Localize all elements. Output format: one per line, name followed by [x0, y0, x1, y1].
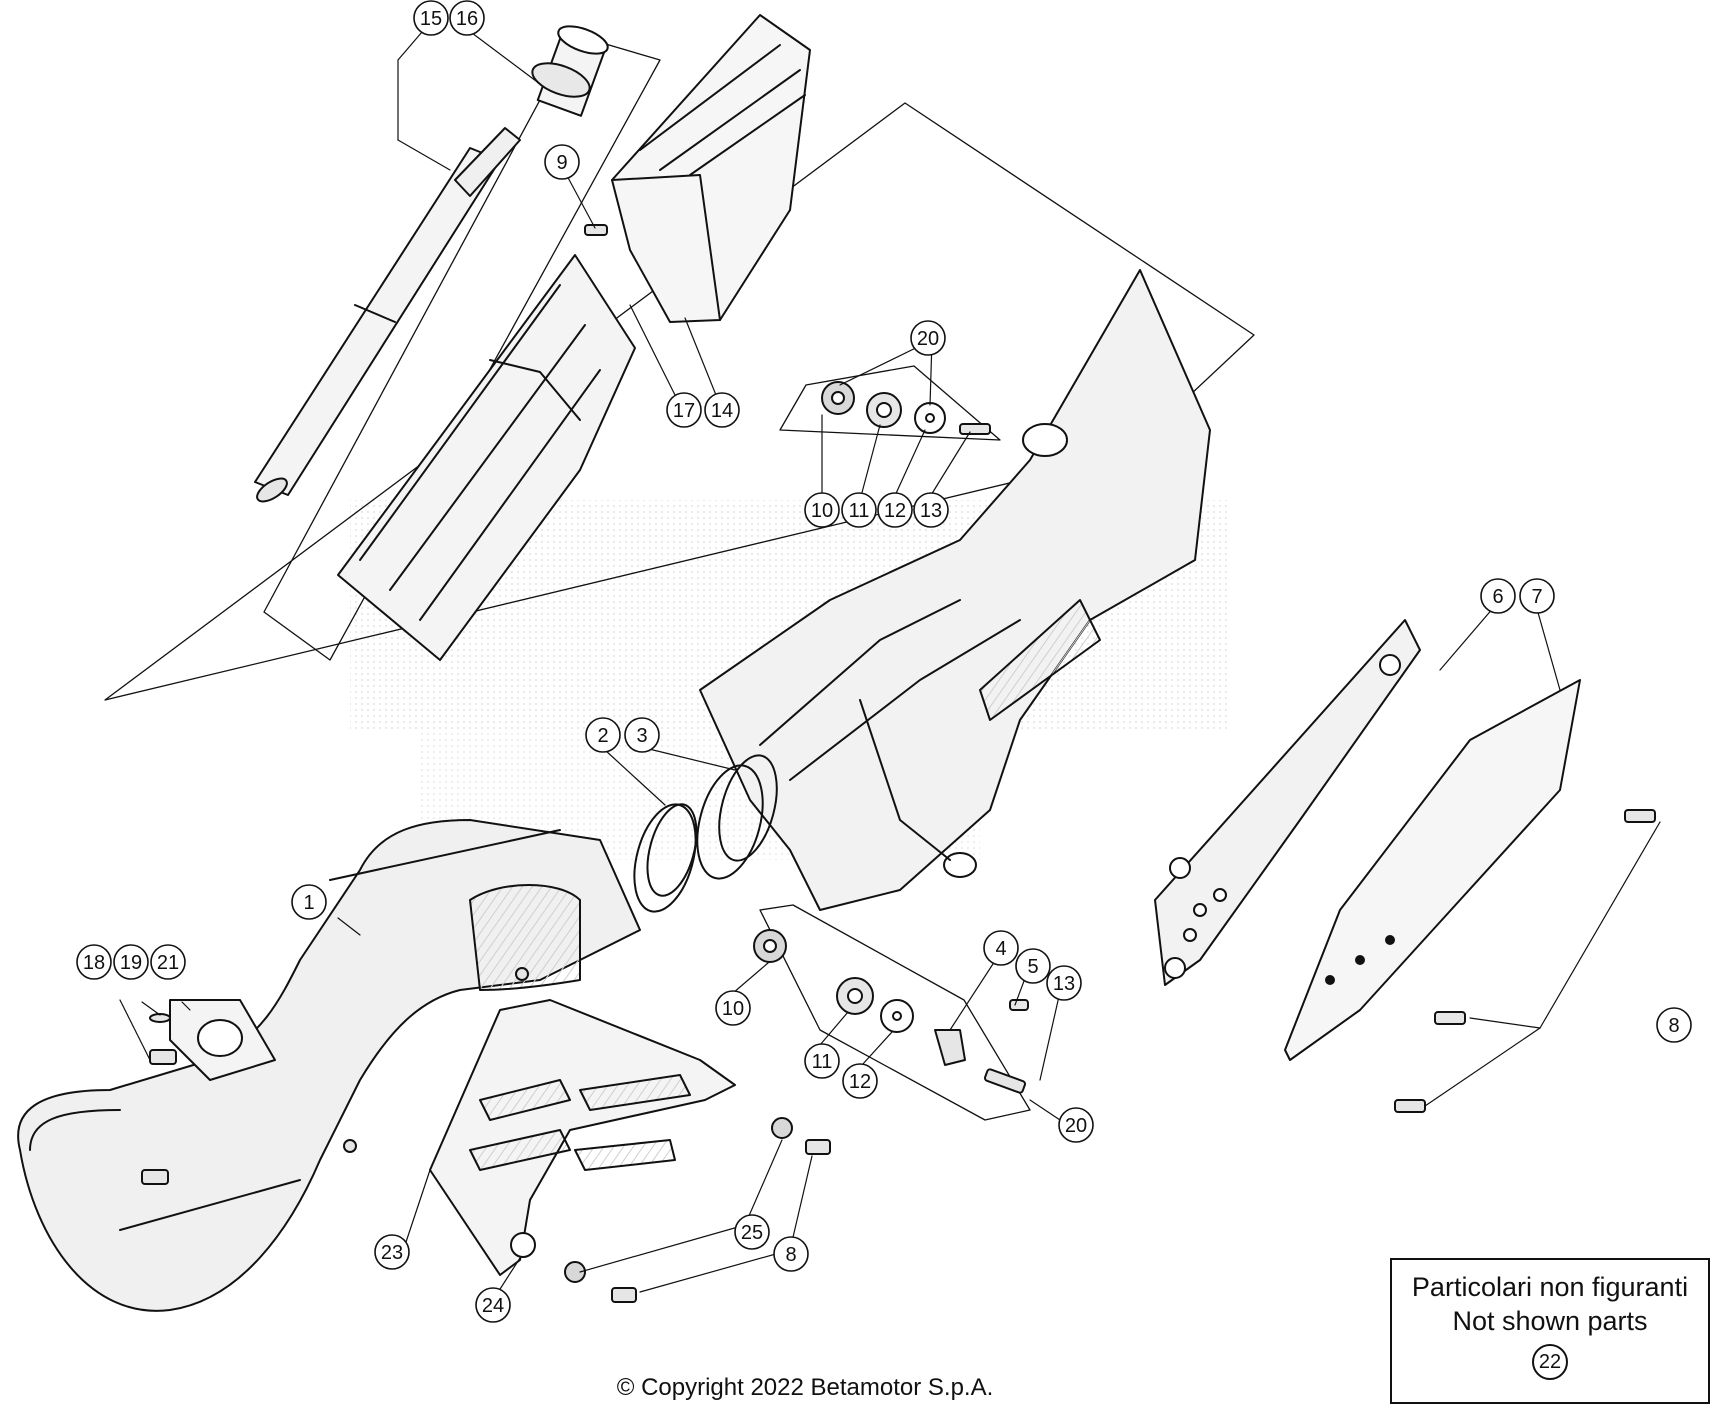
callout-circle-1 [291, 884, 327, 920]
damper-kit-top [821, 381, 991, 435]
skid-plate-guard-part [429, 999, 736, 1276]
callout-circle-15 [413, 0, 449, 36]
callout-number-11: 11 [849, 500, 870, 522]
callout-number-24: 24 [482, 1295, 504, 1317]
callout-circle-10 [804, 492, 840, 528]
callout-circle-13 [913, 492, 949, 528]
callout-number-21: 21 [157, 952, 179, 974]
callout-number-13: 13 [1053, 973, 1075, 995]
callout-number-11: 11 [812, 1051, 833, 1073]
assembly-frames [104, 34, 1255, 1121]
muffler-shell-part [337, 254, 636, 661]
callout-circle-23 [374, 1234, 410, 1270]
callout-number-8: 8 [1668, 1015, 1679, 1037]
cover-plate-part [1284, 679, 1581, 1061]
sleeve-part [531, 25, 609, 117]
callout-number-12: 12 [849, 1071, 871, 1093]
callout-number-15: 15 [420, 8, 442, 30]
legend-italian-label: Particolari non figuranti [1411, 1272, 1689, 1302]
callout-number-5: 5 [1027, 956, 1038, 978]
callout-circle-19 [113, 944, 149, 980]
legend-part-number: 22 [1532, 1344, 1568, 1380]
callout-circle-20 [1058, 1107, 1094, 1143]
callout-number-10: 10 [811, 500, 833, 522]
callout-number-12: 12 [884, 500, 906, 522]
callout-circle-18 [76, 944, 112, 980]
damper-kit-lower [753, 929, 1029, 1094]
callout-circle-7 [1519, 578, 1555, 614]
callout-number-20: 20 [1065, 1115, 1087, 1137]
callout-circle-20 [910, 320, 946, 356]
callout-number-18: 18 [83, 952, 105, 974]
callout-circle-21 [150, 944, 186, 980]
callout-number-20: 20 [917, 328, 939, 350]
seal-rings-part [633, 754, 778, 913]
leader-lines [119, 24, 1661, 1301]
tail-pipe-part [254, 127, 521, 503]
callout-number-6: 6 [1492, 586, 1503, 608]
callout-number-8: 8 [785, 1244, 796, 1266]
silencer-body-part [699, 269, 1211, 911]
callout-circle-8 [773, 1236, 809, 1272]
callout-number-23: 23 [381, 1242, 403, 1264]
callout-circle-11 [841, 492, 877, 528]
callout-number-13: 13 [920, 500, 942, 522]
callout-circle-16 [449, 0, 485, 36]
callout-circle-4 [983, 930, 1019, 966]
callout-number-7: 7 [1531, 586, 1542, 608]
callout-circle-11 [804, 1043, 840, 1079]
upper-heat-guard-part [611, 14, 811, 323]
callout-number-16: 16 [456, 8, 478, 30]
callout-circle-5 [1015, 948, 1051, 984]
callout-circle-2 [585, 717, 621, 753]
screw-part-9 [584, 224, 608, 236]
not-shown-parts-legend: Particolari non figuranti Not shown part… [1390, 1258, 1710, 1404]
callout-number-10: 10 [722, 998, 744, 1020]
callout-number-4: 4 [995, 938, 1006, 960]
callout-circle-8 [1656, 1007, 1692, 1043]
callout-number-14: 14 [711, 400, 733, 422]
callout-number-17: 17 [673, 400, 695, 422]
callout-number-9: 9 [556, 152, 567, 174]
callout-circle-25 [734, 1214, 770, 1250]
callout-circle-12 [877, 492, 913, 528]
callout-circle-6 [1480, 578, 1516, 614]
callout-number-1: 1 [303, 892, 314, 914]
callout-circle-14 [704, 392, 740, 428]
callout-circle-10 [715, 990, 751, 1026]
heat-shield-plate-part [1154, 619, 1421, 986]
callout-circle-13 [1046, 965, 1082, 1001]
legend-english-label: Not shown parts [1452, 1306, 1648, 1336]
callout-circle-17 [666, 392, 702, 428]
bottom-fasteners [564, 1117, 831, 1303]
callout-number-2: 2 [597, 725, 608, 747]
callout-circle-12 [842, 1063, 878, 1099]
callout-number-25: 25 [741, 1222, 763, 1244]
flange-gasket-part [141, 999, 276, 1185]
callout-number-19: 19 [120, 952, 142, 974]
callout-circle-3 [624, 717, 660, 753]
callout-number-3: 3 [636, 725, 647, 747]
callout-circle-24 [475, 1287, 511, 1323]
callout-circle-9 [544, 144, 580, 180]
copyright-notice: © Copyright 2022 Betamotor S.p.A. [616, 1374, 994, 1401]
